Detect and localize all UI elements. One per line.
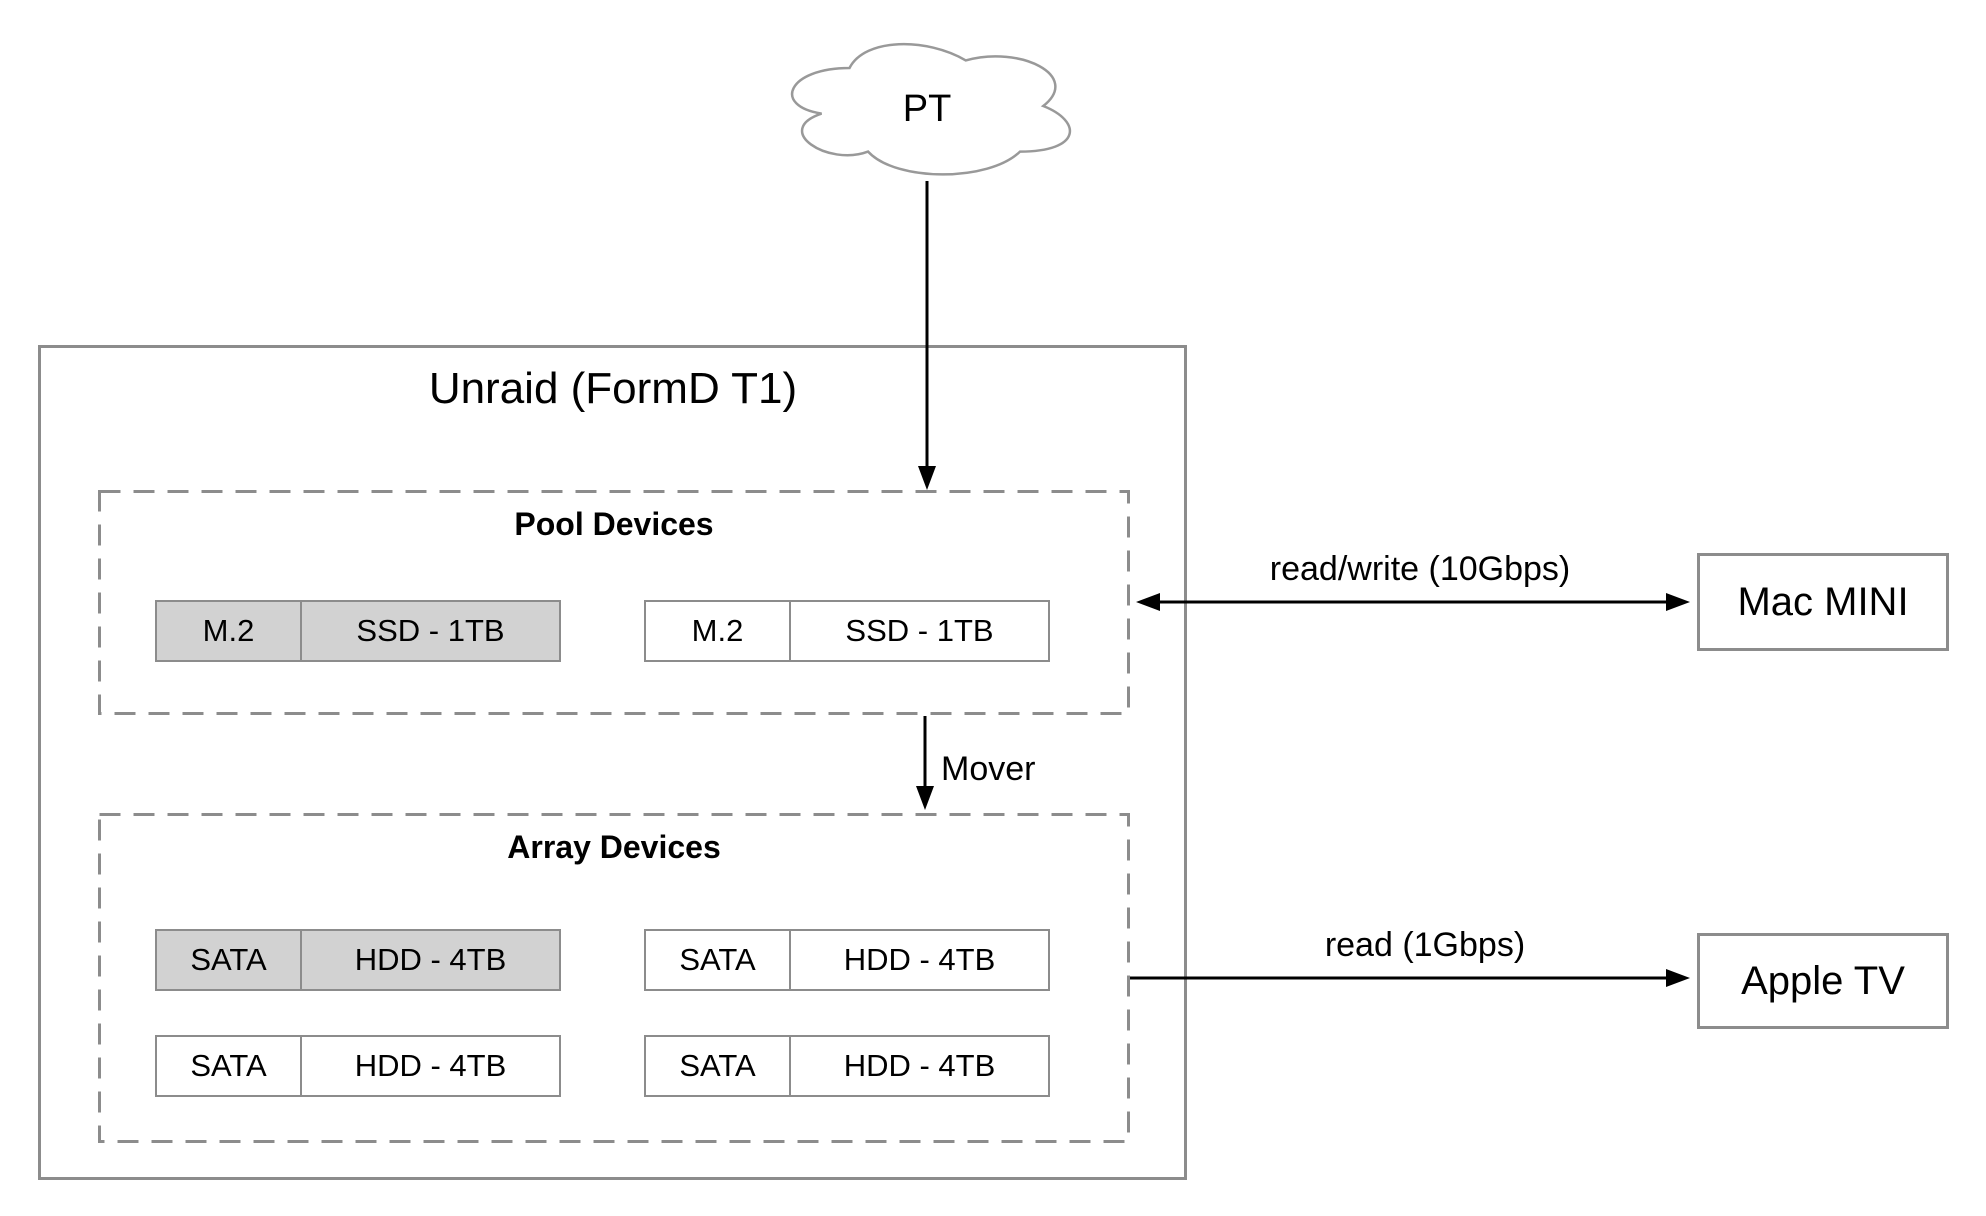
mover-arrowhead [916,786,934,810]
drive-bus-label: SATA [646,1037,791,1095]
cloud-label: PT [902,88,952,130]
client-name: Mac MINI [1737,579,1909,624]
readwrite-left-arrowhead [1136,593,1160,611]
drive-bus-label: SATA [157,931,302,989]
drive-capacity-label: SSD - 1TB [845,613,994,648]
mover-label: Mover [941,750,1036,788]
client-apple-tv: Apple TV [1697,933,1949,1029]
array-drive: SATA HDD - 4TB [644,929,1050,991]
drive-capacity-label: HDD - 4TB [843,942,996,977]
pool-devices-title: Pool Devices [514,506,714,542]
cloud-to-pool-arrowhead [918,466,936,490]
array-drive: SATA HDD - 4TB [644,1035,1050,1097]
pool-drive-cache: M.2 SSD - 1TB [155,600,561,662]
server-title: Unraid (FormD T1) [428,364,798,413]
array-devices-section: Array Devices SATA HDD - 4TB SATA HDD - … [98,813,1130,1143]
drive-bus-label: M.2 [157,602,302,660]
drive-capacity-label: HDD - 4TB [843,1048,996,1083]
drive-bus-label: M.2 [646,602,791,660]
drive-capacity-label: SSD - 1TB [356,613,505,648]
drive-bus-label: SATA [157,1037,302,1095]
drive-bus-label: SATA [646,931,791,989]
client-mac-mini: Mac MINI [1697,553,1949,651]
pool-drive: M.2 SSD - 1TB [644,600,1050,662]
readwrite-right-arrowhead [1666,593,1690,611]
array-drive-parity: SATA HDD - 4TB [155,929,561,991]
pool-devices-section: Pool Devices M.2 SSD - 1TB M.2 SSD - 1TB [98,490,1130,715]
drive-capacity-label: HDD - 4TB [354,942,507,977]
drive-capacity-label: HDD - 4TB [354,1048,507,1083]
array-devices-title: Array Devices [507,829,721,865]
readwrite-link-label: read/write (10Gbps) [1269,550,1571,588]
client-name: Apple TV [1741,958,1905,1003]
array-drive: SATA HDD - 4TB [155,1035,561,1097]
read-link-label: read (1Gbps) [1324,926,1526,964]
read-arrowhead [1666,969,1690,987]
